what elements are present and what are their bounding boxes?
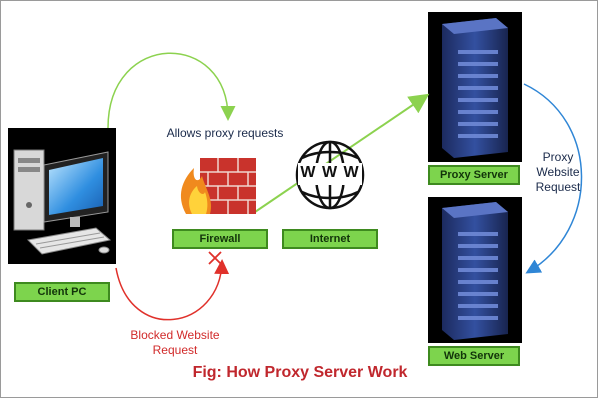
web-server-label: Web Server — [428, 346, 520, 366]
proxy-server-label: Proxy Server — [428, 165, 520, 185]
blocked-note: Blocked Website Request — [120, 328, 230, 358]
blocked-x-icon — [208, 251, 222, 265]
proxy-request-note: Proxy Website Request — [528, 150, 588, 195]
proxy-request-arrow — [523, 83, 583, 274]
internet-label: Internet — [282, 229, 378, 249]
allows-proxy-note: Allows proxy requests — [166, 126, 284, 140]
firewall-icon — [180, 158, 256, 214]
proxy-request-line3: Request — [535, 180, 581, 194]
server-rack-icon — [442, 18, 508, 158]
blocked-note-line2: Request — [152, 343, 198, 357]
blocked-arrow — [115, 259, 230, 321]
client-pc-icon — [13, 149, 112, 255]
client-pc-label: Client PC — [14, 282, 110, 302]
blocked-note-line1: Blocked Website — [130, 328, 220, 342]
allowed-arrow — [107, 52, 236, 129]
www-label: W W W — [300, 164, 360, 181]
proxy-request-line1: Proxy — [542, 150, 574, 164]
firewall-label: Firewall — [172, 229, 268, 249]
web-server-rack-icon — [442, 202, 508, 340]
proxy-request-line2: Website — [536, 165, 580, 179]
figure-caption: Fig: How Proxy Server Work — [192, 364, 408, 381]
